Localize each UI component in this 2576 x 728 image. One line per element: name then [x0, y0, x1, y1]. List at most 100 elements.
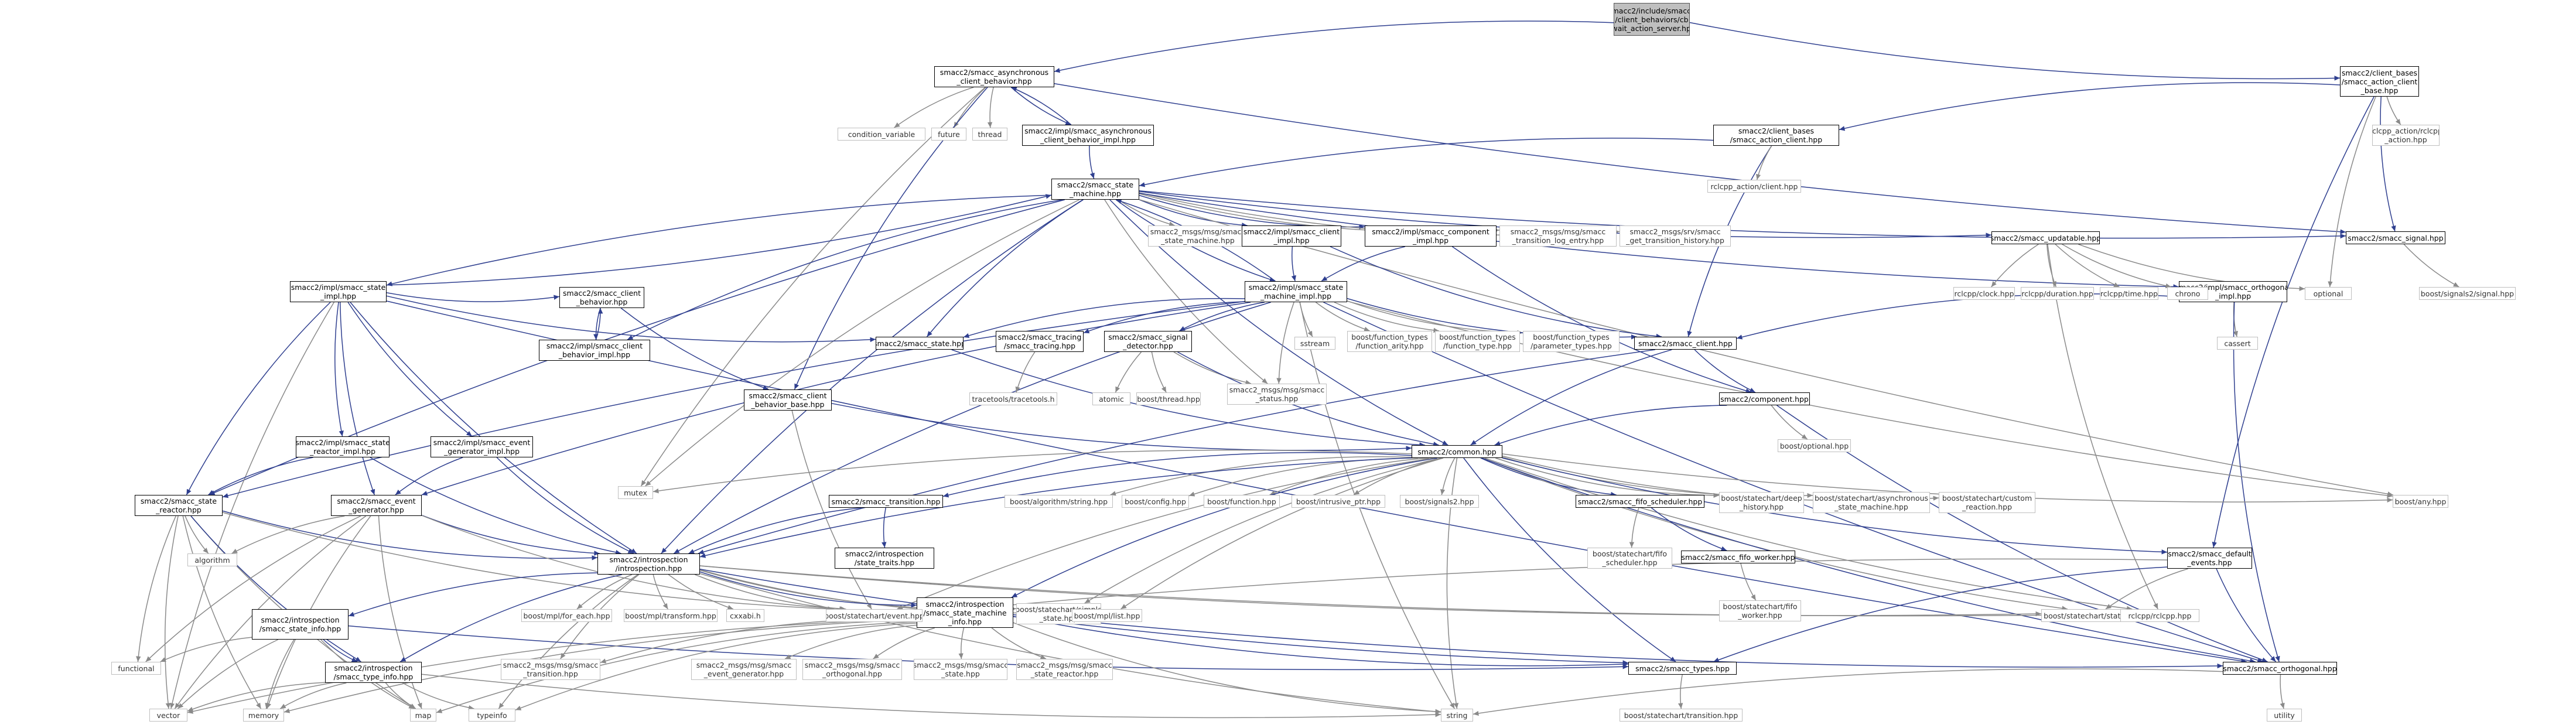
graph-node-sigdet[interactable]: smacc2/smacc_signal _detector.hpp [1104, 331, 1192, 352]
edge-sacb-to-thread [987, 87, 994, 128]
edge-client-to-common [1470, 349, 1672, 446]
graph-node-component[interactable]: smacc2/component.hpp [1719, 392, 1810, 405]
graph-node-defevents[interactable]: smacc2/smacc_default _events.hpp [2167, 548, 2252, 569]
graph-node-evgenimpl[interactable]: smacc2/impl/smacc_event _generator_impl.… [431, 436, 533, 457]
edge-reactor-to-memory [182, 515, 262, 709]
edge-fifosched-to-fifoworker [1651, 507, 1727, 551]
graph-node-smi[interactable]: smacc2/introspection /smacc_state_machin… [917, 597, 1013, 628]
edge-reactimpl-to-intro [370, 457, 621, 555]
edge-smi-to-map [436, 621, 917, 713]
edge-smimpl-to-msg_status [1276, 302, 1294, 384]
graph-node-fifoworker[interactable]: smacc2/smacc_fifo_worker.hpp [1681, 551, 1795, 563]
edge-stimpl-to-vector [169, 302, 334, 709]
graph-node-sac[interactable]: smacc2/client_bases /smacc_action_client… [1713, 125, 1839, 146]
graph-node-reactimpl[interactable]: smacc2/impl/smacc_state _reactor_impl.hp… [296, 436, 390, 457]
edge-cbsac-to-sig [2380, 96, 2396, 232]
edge-intro-to-mpltrans [652, 574, 668, 610]
graph-node-state[interactable]: smacc2/smacc_state.hpp [876, 337, 964, 350]
edge-upd-to-duration [2047, 244, 2056, 288]
edge-smimpl-to-sigdet [1179, 302, 1265, 331]
graph-node-rclcppactclient: rclcpp_action/client.hpp [1707, 180, 1801, 193]
edge-component-to-common [1494, 405, 1727, 446]
graph-node-bconfig: boost/config.hpp [1122, 495, 1189, 508]
edge-smi-to-msg_evgen [784, 624, 917, 659]
edge-sacb-to-cbhbase [794, 87, 988, 390]
graph-node-condvar: condition_variable [838, 128, 925, 141]
graph-node-smimpl[interactable]: smacc2/impl/smacc_state _machine_impl.hp… [1245, 281, 1347, 302]
graph-node-scstate: boost/statechart/state.hpp [2041, 609, 2144, 622]
graph-node-msg_reactor: smacc2_msgs/msg/smacc _state_reactor.hpp [1016, 659, 1113, 680]
graph-node-trans[interactable]: smacc2/smacc_transition.hpp [829, 495, 943, 508]
graph-node-sacbimpl[interactable]: smacc2/impl/smacc_asynchronous _client_b… [1022, 125, 1154, 146]
edge-stateinfo-to-vector [177, 639, 279, 709]
edge-sigdet-to-msg_status [1173, 351, 1252, 385]
graph-node-common[interactable]: smacc2/common.hpp [1412, 445, 1502, 458]
graph-node-client[interactable]: smacc2/smacc_client.hpp [1634, 337, 1737, 350]
graph-node-ssm[interactable]: smacc2/smacc_state _machine.hpp [1051, 179, 1139, 200]
graph-node-intro[interactable]: smacc2/introspection /introspection.hpp [597, 553, 700, 575]
edge-sigdet-to-atomic [1115, 351, 1142, 393]
graph-node-compimpl[interactable]: smacc2/impl/smacc_component _impl.hpp [1365, 225, 1497, 247]
graph-node-upd[interactable]: smacc2/smacc_updatable.hpp [1991, 231, 2100, 244]
edge-smimpl-to-ft_arity [1315, 302, 1370, 331]
edge-typeinfo_h-to-typeinfo [402, 682, 474, 710]
edge-intro-to-rclcpp [699, 565, 2121, 617]
edge-cbh-to-cbhbase [620, 307, 769, 390]
edge-ssm-to-clientimpl [1139, 199, 1248, 228]
graph-node-reactor[interactable]: smacc2/smacc_state _reactor.hpp [135, 495, 223, 516]
graph-node-clientimpl[interactable]: smacc2/impl/smacc_client _impl.hpp [1242, 225, 1341, 247]
edge-intro-to-stateinfo [348, 572, 598, 617]
graph-node-tracing[interactable]: smacc2/smacc_tracing /smacc_tracing.hpp [996, 331, 1084, 352]
graph-node-stimpl[interactable]: smacc2/impl/smacc_state _impl.hpp [290, 281, 387, 302]
edge-smimpl-to-string [1299, 302, 1455, 709]
graph-node-cassert: cassert [2217, 337, 2258, 350]
edge-smi-to-types [1013, 616, 1629, 667]
edge-smimpl-to-ft_type [1334, 302, 1439, 333]
edge-evgen-to-vector [174, 515, 367, 709]
graph-node-msg_status: smacc2_msgs/msg/smacc _status.hpp [1227, 384, 1327, 405]
edge-client-to-intro [698, 349, 1656, 555]
edge-defevents-to-event [922, 558, 2168, 616]
edge-clientimpl-to-client [1330, 246, 1662, 339]
graph-node-atomic: atomic [1092, 392, 1130, 405]
graph-node-functional: functional [111, 662, 161, 675]
edge-fifoworker-to-fifoworker_sc [1740, 563, 1757, 601]
graph-node-sig[interactable]: smacc2/smacc_signal.hpp [2346, 231, 2445, 244]
graph-node-cbh[interactable]: smacc2/smacc_client _behavior.hpp [559, 287, 644, 308]
graph-node-typeinfo_h[interactable]: smacc2/introspection /smacc_type_info.hp… [325, 662, 422, 683]
edge-smimpl-to-reactor [222, 300, 1245, 498]
graph-node-cbsac[interactable]: smacc2/client_bases /smacc_action_client… [2340, 66, 2419, 97]
edge-cbsac-to-optional [2328, 96, 2376, 288]
root-node-root[interactable]: smacc2/include/smacc2 /client_behaviors/… [1614, 3, 1690, 36]
edge-defevents-to-types [1713, 566, 2168, 662]
graph-node-stateinfo[interactable]: smacc2/introspection /smacc_state_info.h… [252, 609, 349, 640]
edge-ssm-to-mutex [645, 199, 1080, 487]
graph-node-sacb[interactable]: smacc2/smacc_asynchronous _client_behavi… [934, 66, 1054, 87]
graph-node-sttraits[interactable]: smacc2/introspection /state_traits.hpp [835, 548, 934, 569]
graph-node-string: string [1441, 709, 1473, 722]
edge-stimpl-to-evgenimpl [347, 302, 473, 437]
graph-node-optional: optional [2305, 287, 2352, 300]
graph-node-orth[interactable]: smacc2/smacc_orthogonal.hpp [2223, 662, 2337, 675]
graph-node-msg_orth: smacc2_msgs/msg/smacc _orthogonal.hpp [802, 659, 902, 680]
edge-common-to-defevents [1502, 457, 2168, 555]
edge-common-to-rclcpp [1484, 457, 2133, 611]
edge-sig-to-bsig2 [2403, 244, 2459, 288]
edge-orth-to-string [1473, 668, 2223, 716]
graph-node-evgen[interactable]: smacc2/smacc_event _generator.hpp [331, 495, 422, 516]
edge-ssm-to-orthimpl [1139, 193, 2179, 289]
graph-node-types[interactable]: smacc2/smacc_types.hpp [1628, 662, 1737, 675]
graph-node-balgo: boost/algorithm/string.hpp [1005, 495, 1113, 508]
edge-sacb-to-condvar [894, 87, 974, 128]
graph-node-fifosched[interactable]: smacc2/smacc_fifo_scheduler.hpp [1576, 495, 1704, 508]
edge-sacb-to-sacbimpl [1010, 87, 1071, 125]
edge-reactimpl-to-reactor [208, 457, 313, 495]
graph-node-algorithm: algorithm [187, 553, 237, 566]
edge-sigdet-to-bthread [1151, 351, 1167, 393]
edge-intro-to-cxxabi [668, 574, 734, 610]
graph-node-cbhbase[interactable]: smacc2/smacc_client _behavior_base.hpp [744, 389, 832, 411]
graph-node-cbhimpl[interactable]: smacc2/impl/smacc_client _behavior_impl.… [539, 340, 650, 361]
edge-smi-to-typeinfo [515, 623, 917, 710]
graph-node-bsig2: boost/signals2/signal.hpp [2419, 287, 2516, 300]
edge-client-to-component [1694, 349, 1756, 393]
